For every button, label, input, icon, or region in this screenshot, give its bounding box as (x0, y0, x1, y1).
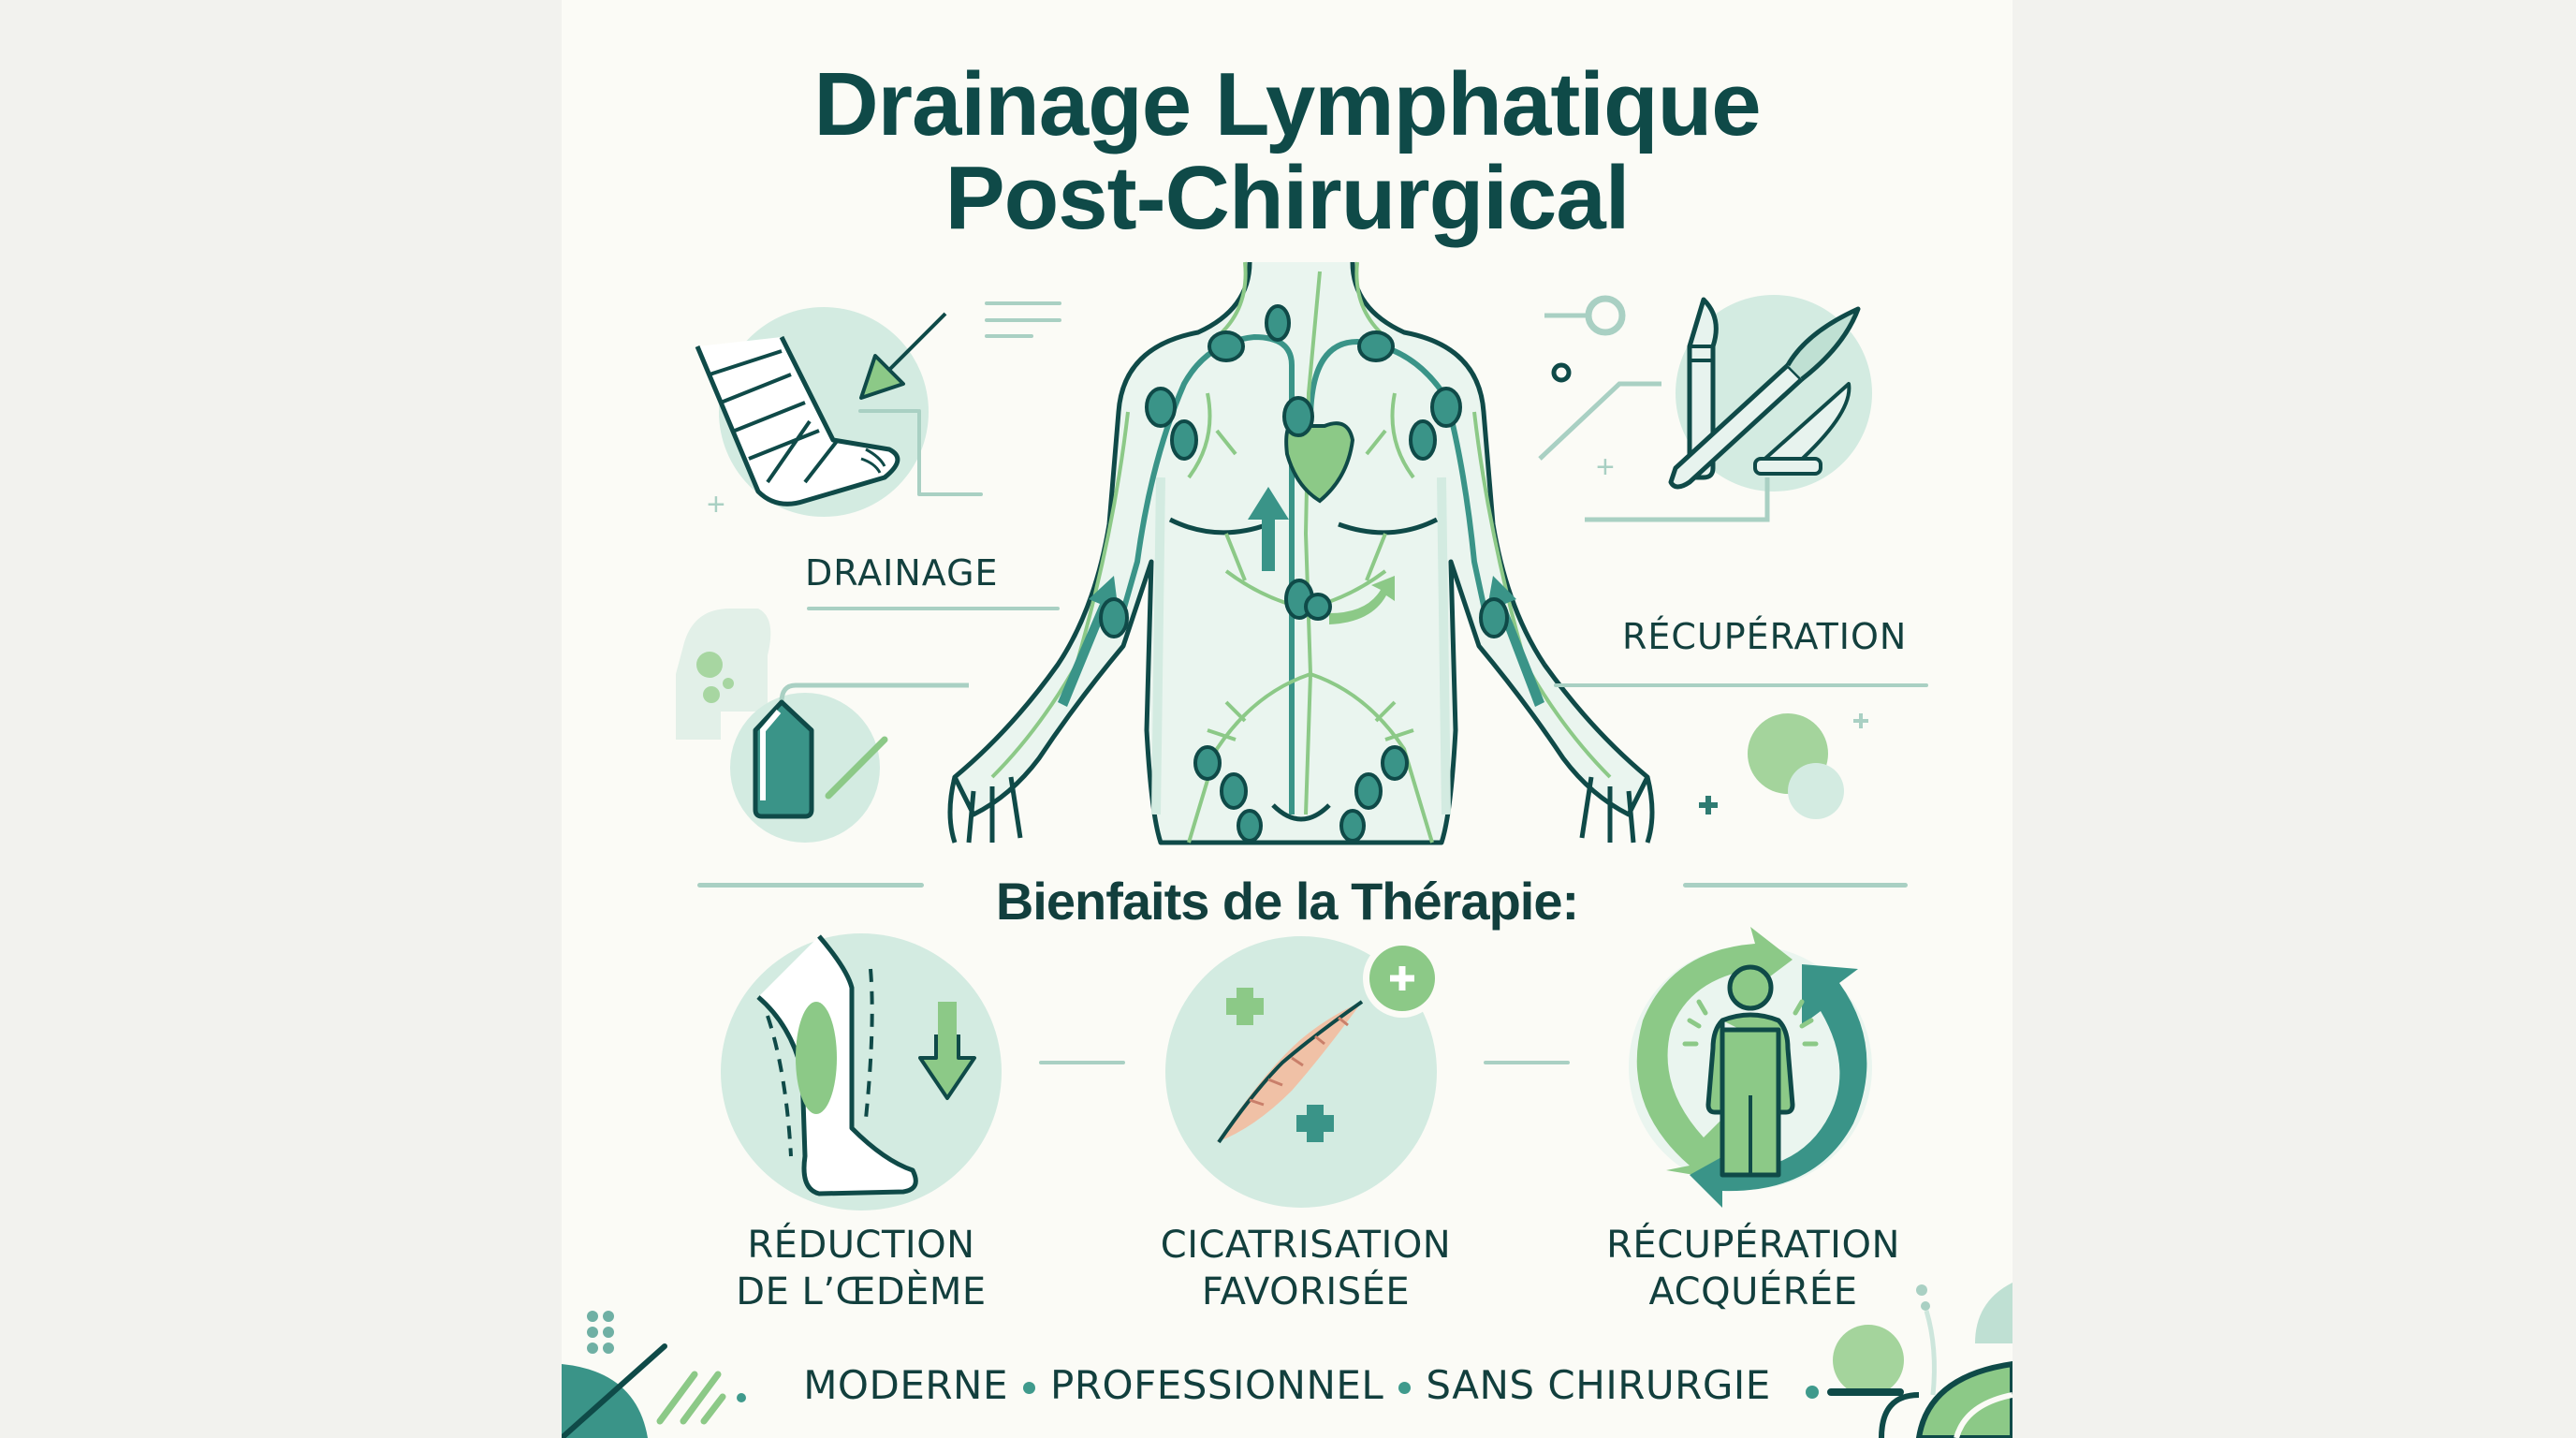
benefit-label-2: CICATRISATION FAVORISÉE (1119, 1222, 1493, 1315)
benefit-label-1: RÉDUCTION DE L’ŒDÈME (674, 1222, 1048, 1315)
scalpel-icon (1668, 295, 1872, 492)
drainage-label: DRAINAGE (805, 552, 999, 594)
decor-line (985, 334, 1033, 338)
benefit-label-2-line2: FAVORISÉE (1201, 1270, 1411, 1313)
title-line-1: Drainage Lymphatique (813, 54, 1761, 154)
plus-icon: + (1596, 449, 1615, 485)
connector-line (858, 409, 919, 413)
connector-line (917, 409, 921, 495)
drainage-underline (807, 607, 1060, 610)
tag-sans-chirurgie: SANS CHIRURGIE (1426, 1362, 1771, 1408)
infographic-panel: Drainage Lymphatique Post-Chirurgical + … (562, 0, 2012, 1438)
footer-tagline: MODERNE PROFESSIONNEL SANS CHIRURGIE (562, 1362, 2012, 1408)
benefit-label-3-line1: RÉCUPÉRATION (1606, 1224, 1900, 1267)
plus-icon: + (707, 487, 725, 522)
tag-professionnel: PROFESSIONNEL (1050, 1362, 1384, 1408)
benefit-connector (1484, 1061, 1570, 1064)
corner-decoration-right-icon (1806, 1283, 2012, 1438)
heading-rule-left (697, 883, 924, 888)
decor-line (985, 301, 1061, 305)
corner-decoration-left-icon (562, 1311, 746, 1438)
title-line-2: Post-Chirurgical (944, 148, 1631, 248)
lymphatic-body-icon (947, 261, 1655, 845)
drain-bottle-icon (676, 609, 969, 843)
compression-arrow-icon (859, 312, 947, 400)
decor-line (985, 318, 1061, 322)
connector-line (917, 492, 983, 496)
benefit-label-1-line1: RÉDUCTION (747, 1224, 975, 1267)
benefit-label-3: RÉCUPÉRATION ACQUÉRÉE (1566, 1222, 1940, 1315)
connector-line (1585, 477, 1770, 522)
scar-healing-icon (1165, 936, 1442, 1208)
benefit-label-3-line2: ACQUÉRÉE (1648, 1270, 1858, 1313)
benefit-label-2-line1: CICATRISATION (1160, 1224, 1452, 1267)
benefit-label-1-line2: DE L’ŒDÈME (736, 1270, 987, 1313)
tag-moderne: MODERNE (803, 1362, 1008, 1408)
small-ring-icon (1551, 362, 1572, 383)
bullet-dot-icon (1398, 1382, 1412, 1394)
decor-circles-icon (1699, 713, 1868, 819)
leg-swelling-reduction-icon (721, 933, 1002, 1211)
person-recovery-cycle-icon (1629, 927, 1872, 1208)
benefit-connector (1039, 1061, 1125, 1064)
heading-rule-right (1683, 883, 1908, 888)
recuperation-underline (1554, 683, 1928, 687)
decor-target-icon (1544, 295, 1626, 336)
recuperation-label: RÉCUPÉRATION (1622, 616, 1908, 657)
bullet-dot-icon (1023, 1382, 1035, 1394)
benefits-heading: Bienfaits de la Thérapie: (995, 872, 1579, 931)
connector-line (1538, 381, 1661, 461)
